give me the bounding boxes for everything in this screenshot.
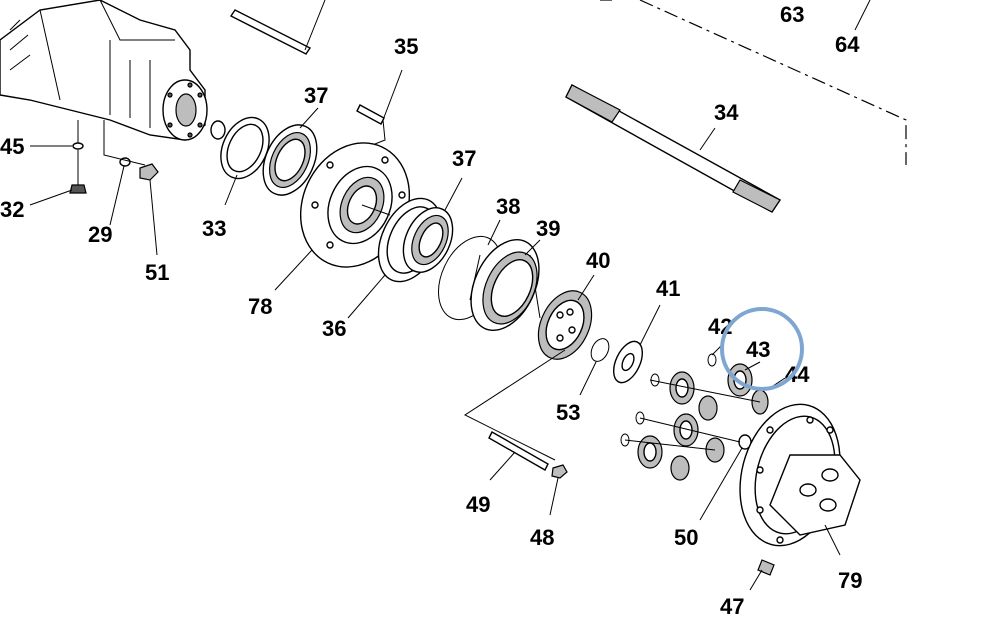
label-29: 29 [88,222,112,247]
part-32-nut [29,150,87,206]
label-49: 49 [466,492,490,517]
part-45-washer [30,120,84,150]
label-38: 38 [496,194,520,219]
label-36: 36 [322,316,346,341]
part-49-bolt [488,431,549,481]
label-34: 34 [714,100,739,125]
label-48: 48 [530,525,554,550]
label-45: 45 [0,134,24,159]
label-78: 78 [248,294,272,319]
label-47: 47 [720,594,744,619]
part-50-leader [699,447,743,521]
label-37-lower: 37 [452,146,476,171]
part-34-axle-shaft [565,84,782,213]
part-79-carrier [739,403,861,556]
label-33: 33 [202,216,226,241]
axle-housing [0,0,208,141]
label-32: 32 [0,197,24,222]
label-37-upper: 37 [304,83,328,108]
part-51-nut [103,120,159,256]
label-64: 64 [835,32,860,57]
label-40: 40 [586,248,610,273]
part-53-circlip [579,338,610,396]
label-50: 50 [674,525,698,550]
part-47-bolt [749,559,775,591]
label-35: 35 [394,34,418,59]
label-51: 51 [145,260,169,285]
planet-gears [620,344,786,481]
label-39: 39 [536,216,560,241]
callout-labels: 63 64 35 37 34 45 32 29 33 51 37 38 39 4… [0,0,871,619]
part-48-nut [549,464,568,516]
part-39-ring-gear [469,238,541,332]
assembly-boundary-line [600,0,907,165]
part-29-washer [109,157,131,226]
part-41-thrust-washer [612,304,661,384]
label-43: 43 [746,337,770,362]
label-79: 79 [838,568,862,593]
part-33-seal [210,116,270,206]
part-37-bearing-lower [402,177,463,273]
label-63: 63 [780,2,804,27]
label-41: 41 [656,276,680,301]
highlight-marker-43[interactable]: 43 [720,307,804,391]
part-40-gear [463,274,595,461]
long-bolt-top [229,0,326,55]
part-35-stud [356,69,403,151]
part-37-bearing-upper [262,107,319,196]
label-53: 53 [556,400,580,425]
